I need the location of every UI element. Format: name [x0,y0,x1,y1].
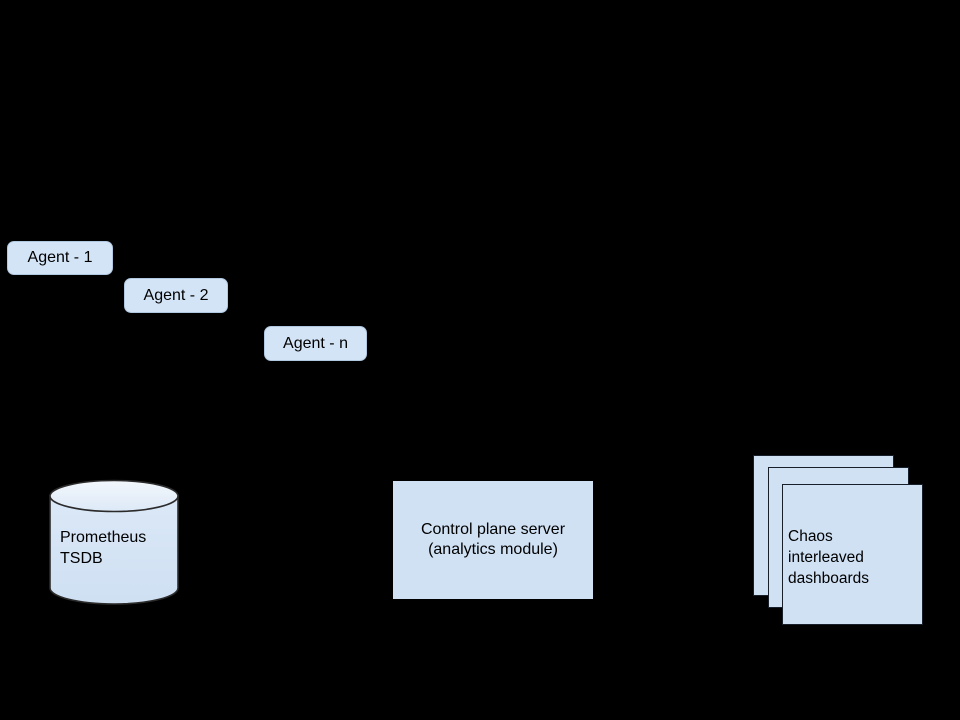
node-agent-1[interactable]: Agent - 1 [7,241,113,275]
node-chaos-dashboards[interactable] [782,484,923,625]
node-agent-n[interactable]: Agent - n [264,326,367,361]
control-plane-line2: (analytics module) [428,541,558,558]
agent-1-label: Agent - 1 [27,249,93,266]
agent-2-label: Agent - 2 [143,286,209,304]
control-plane-label: Control plane server (analytics module) [421,520,565,560]
node-agent-2[interactable]: Agent - 2 [124,278,228,313]
agent-n-label: Agent - n [283,334,348,352]
control-plane-line1: Control plane server [420,521,566,538]
node-prometheus-tsdb[interactable]: Prometheus TSDB [48,479,180,605]
cylinder-icon [49,479,179,605]
node-control-plane-server[interactable]: Control plane server (analytics module) [393,481,593,599]
